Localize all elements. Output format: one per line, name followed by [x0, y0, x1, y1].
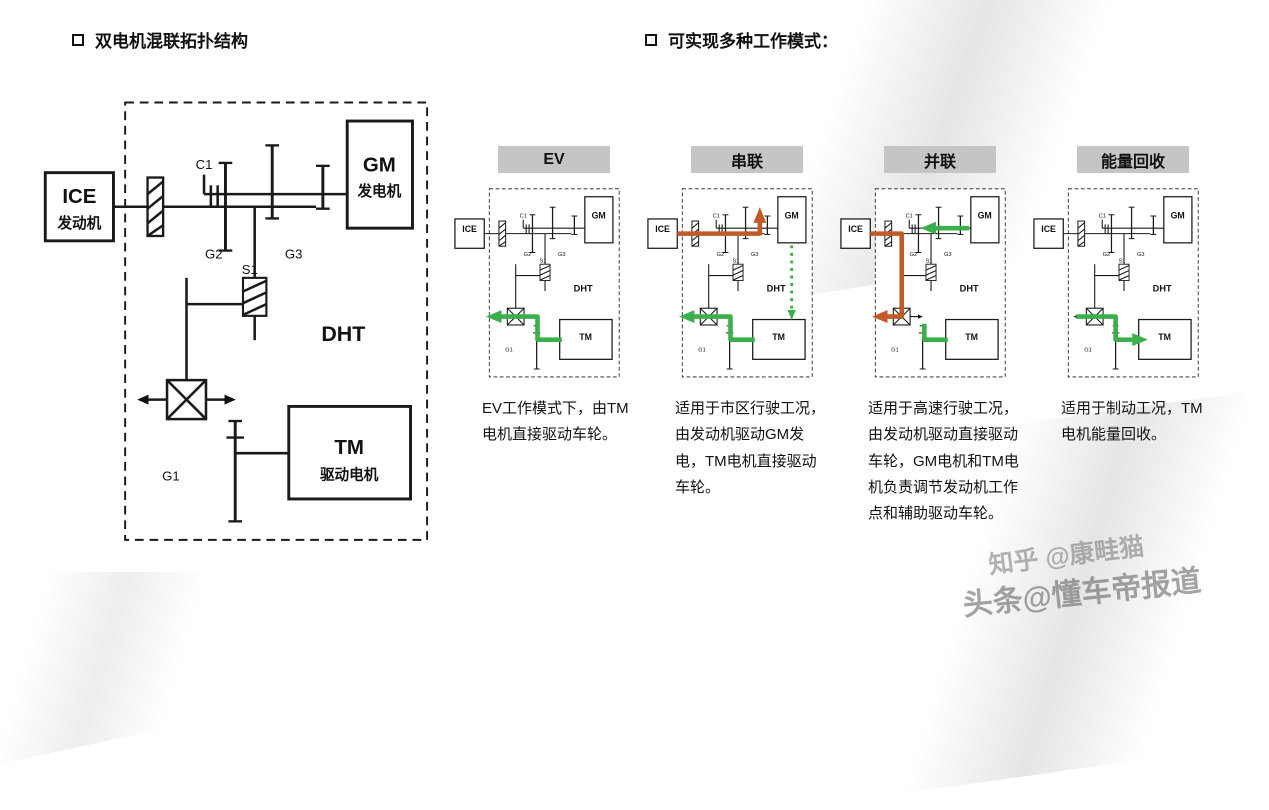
- right-section-title: 可实现多种工作模式：: [668, 32, 838, 51]
- mode-description-regen: 适用于制动工况，TM电机能量回收。: [1061, 400, 1203, 444]
- mode-chip-ev: EV: [498, 146, 610, 173]
- tm-assist-flow: [922, 323, 948, 342]
- topology-card: 发动机 发电机 驱动电机: [38, 85, 448, 572]
- mode-description-parallel: 适用于高速行驶工况，由发动机驱动直接驱动车轮，GM电机和TM电机负责调节发动机工…: [868, 400, 1019, 522]
- ev-power-flow: [485, 310, 562, 342]
- mode-column-series: 串联 适用于市区行驶工况，由发动机驱动GM发电，TM电机直接驱动车轮。: [645, 146, 825, 527]
- mode-chip-parallel: 并联: [884, 146, 996, 173]
- regen-power-flow: [1076, 314, 1148, 347]
- gm-sub-label: 发电机: [356, 182, 401, 200]
- mode-diagram-parallel: [838, 181, 1014, 391]
- tm-to-wheels-flow: [485, 310, 562, 342]
- parallel-power-flow: [870, 221, 970, 342]
- wheels-to-tm-flow: [1076, 314, 1148, 347]
- ice-sub-label: 发动机: [56, 214, 101, 232]
- mode-column-parallel: 并联 适用于高速行驶工况，由发动机驱动直接驱动车轮，GM电机和TM电机负责调节发…: [838, 146, 1019, 527]
- mode-chip-series: 串联: [691, 146, 803, 173]
- mode-description-ev: EV工作模式下，由TM电机直接驱动车轮。: [482, 400, 629, 444]
- square-bullet-icon: [645, 33, 657, 46]
- topology-diagram: 发动机 发电机 驱动电机: [38, 85, 448, 572]
- tm-to-wheels-flow: [678, 310, 755, 342]
- square-bullet-icon: [72, 33, 84, 46]
- right-section-header: 可实现多种工作模式：: [645, 27, 838, 52]
- mode-chip-regen: 能量回收: [1077, 146, 1189, 173]
- mode-diagram-ev: [452, 181, 628, 391]
- mode-column-ev: EV EV工作模式下，由TM电机直接驱动车轮。: [452, 146, 629, 527]
- mode-diagram-regen: [1031, 181, 1207, 391]
- mode-description-series: 适用于市区行驶工况，由发动机驱动GM发电，TM电机直接驱动车轮。: [675, 400, 826, 496]
- left-section-header: 双电机混联拓扑结构: [72, 27, 248, 52]
- series-power-flow: [677, 207, 796, 342]
- tm-sub-label: 驱动电机: [320, 465, 379, 483]
- ice-to-wheels-flow: [870, 231, 904, 324]
- mode-diagram-series: [645, 181, 821, 391]
- ice-to-gm-flow: [677, 207, 767, 236]
- mode-column-regen: 能量回收 适用于制动工况，TM电机能量回收。: [1031, 146, 1207, 527]
- left-section-title: 双电机混联拓扑结构: [95, 32, 248, 51]
- mode-columns: EV EV工作模式下，由TM电机直接驱动车轮。 串联 适用于市区行驶工况，由发动…: [452, 146, 1207, 527]
